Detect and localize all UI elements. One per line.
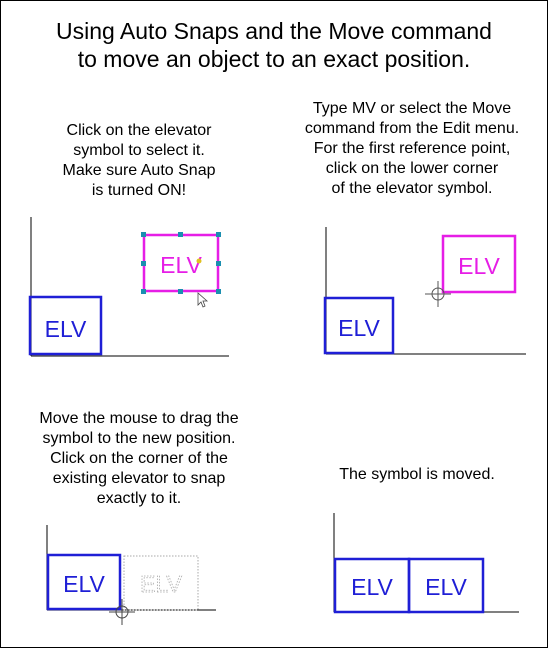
- step3-caption: Move the mouse to drag the symbol to the…: [9, 409, 269, 509]
- grip-icon: [141, 232, 146, 237]
- crosshair-cursor-icon: [109, 599, 135, 625]
- step1-line: symbol to select it.: [73, 142, 205, 159]
- existing-elevator: [46, 553, 122, 611]
- step3-drawing: ELV ELV: [46, 525, 216, 625]
- moved-elevator: [407, 557, 485, 614]
- step2-line: For the first reference point,: [313, 140, 511, 157]
- step1-caption: Click on the elevator symbol to select i…: [19, 121, 259, 201]
- step1-line: is turned ON!: [91, 182, 187, 199]
- step1-line: Click on the elevator: [66, 122, 212, 139]
- step3-line: existing elevator to snap: [52, 470, 226, 487]
- step2-line: of the elevator symbol.: [331, 180, 493, 197]
- existing-elevator-label: ELV: [338, 315, 380, 341]
- step3-line: symbol to the new position.: [42, 430, 236, 447]
- step1-drawing: ELV ELV: [28, 217, 229, 357]
- step2-line: click on the lower corner: [325, 160, 499, 177]
- existing-elevator: [28, 295, 103, 356]
- grip-icon: [216, 261, 221, 266]
- step3-line: Move the mouse to drag the: [39, 410, 239, 427]
- moved-elevator-label: ELV: [425, 574, 467, 600]
- grip-icon: [178, 289, 183, 294]
- step2-line: Type MV or select the Move: [312, 100, 512, 117]
- grip-icon: [216, 232, 221, 237]
- step3-line: exactly to it.: [96, 490, 182, 507]
- mouse-pointer-icon: [197, 292, 209, 308]
- step2-line: command from the Edit menu.: [304, 120, 520, 137]
- ghost-elevator: [123, 555, 199, 611]
- step4-caption: The symbol is moved.: [285, 465, 548, 485]
- page-title: Using Auto Snaps and the Move command to…: [1, 17, 547, 73]
- title-line-2: to move an object to an exact position.: [77, 46, 471, 72]
- existing-elevator: [323, 296, 395, 355]
- existing-elevator-label: ELV: [351, 574, 393, 600]
- title-line-1: Using Auto Snaps and the Move command: [56, 18, 492, 44]
- ghost-elevator-label: ELV: [140, 571, 182, 597]
- grip-icon: [216, 289, 221, 294]
- step2-drawing: ELV ELV: [323, 227, 526, 355]
- selected-elevator-label: ELV: [458, 253, 500, 279]
- existing-elevator-label: ELV: [45, 316, 87, 342]
- grip-icon: [141, 289, 146, 294]
- selected-elevator-label: ELV: [160, 252, 202, 278]
- step2-caption: Type MV or select the Move command from …: [275, 99, 548, 199]
- step1-line: Make sure Auto Snap: [62, 162, 216, 179]
- existing-elevator-label: ELV: [63, 571, 105, 597]
- selection-grips: [141, 232, 221, 294]
- grip-icon: [178, 232, 183, 237]
- step3-line: Click on the corner of the: [50, 450, 228, 467]
- step4-line: The symbol is moved.: [339, 466, 495, 483]
- grip-icon: [141, 261, 146, 266]
- crosshair-cursor-icon: [425, 281, 451, 307]
- snap-marker-icon: [196, 258, 202, 264]
- step4-drawing: ELV ELV: [333, 513, 519, 614]
- selected-elevator: [441, 234, 517, 294]
